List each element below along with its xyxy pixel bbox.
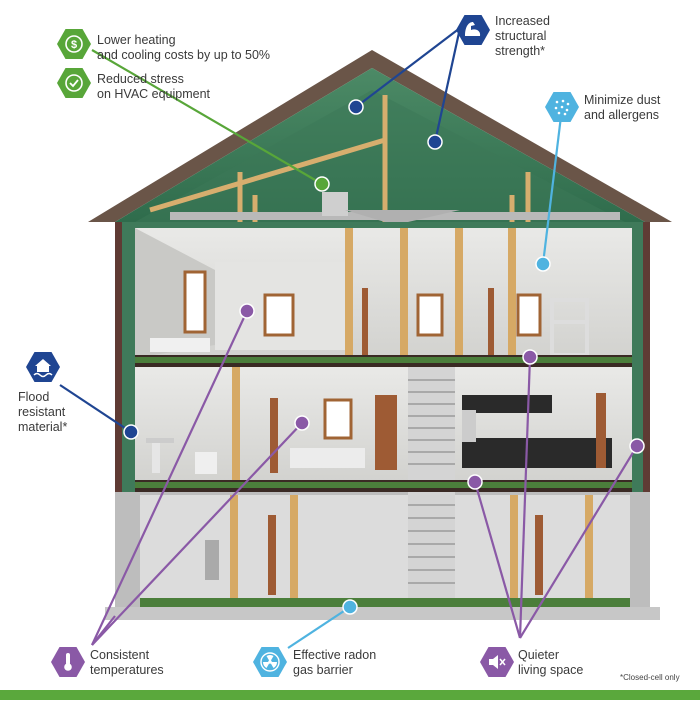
main-floor (135, 367, 632, 492)
callout-temperature: Consistent temperatures (90, 648, 164, 677)
dot-temp-a (239, 303, 255, 319)
radiation-icon (253, 647, 287, 677)
connector-lines (59, 27, 638, 649)
dot-flood (123, 424, 139, 440)
dot-heating (314, 176, 330, 192)
dot-temp-b (294, 415, 310, 431)
dot-dust (535, 256, 551, 272)
dot-strength-b (427, 134, 443, 150)
dust-particles-icon (545, 92, 579, 122)
muted-speaker-icon (480, 647, 514, 677)
flooded-house-icon (26, 352, 60, 382)
dot-strength-a (348, 99, 364, 115)
svg-text:$: $ (71, 39, 77, 51)
upper-floor (135, 228, 632, 493)
dot-quiet-b (467, 474, 483, 490)
basement (105, 492, 660, 620)
rafters (149, 95, 531, 222)
callout-radon: Effective radon gas barrier (293, 648, 377, 677)
callout-strength: Increased structural strength* (495, 14, 550, 58)
callout-quiet: Quieter living space (518, 648, 584, 677)
roof (88, 50, 672, 225)
dollar-icon: $ (57, 29, 91, 59)
dot-quiet-a (522, 349, 538, 365)
thermometer-icon (51, 647, 85, 677)
bottom-accent-bar (0, 690, 700, 700)
dot-quiet-c (629, 438, 645, 454)
callout-flood: Flood resistant material* (18, 390, 68, 434)
callout-hvac: Reduced stress on HVAC equipment (97, 72, 211, 101)
callout-dust: Minimize dust and allergens (584, 93, 661, 122)
check-badge-icon (57, 68, 91, 98)
hvac-unit (322, 192, 348, 216)
dot-radon (342, 599, 358, 615)
connector-dots (123, 99, 645, 615)
flexed-arm-icon (456, 15, 490, 45)
footnote: *Closed-cell only (620, 673, 680, 682)
callout-heating: Lower heating and cooling costs by up to… (97, 33, 271, 62)
